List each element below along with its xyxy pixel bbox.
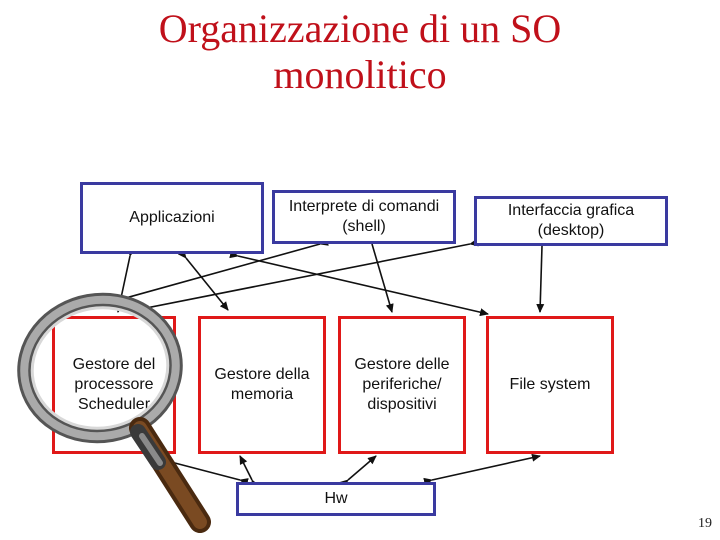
- box-desktop: Interfaccia grafica (desktop): [474, 196, 668, 246]
- title-line-2: monolitico: [273, 52, 447, 97]
- label-filesystem: File system: [509, 376, 591, 393]
- page-title: Organizzazione di un SO monolitico: [0, 6, 720, 98]
- label-memoria: Gestore della memoria: [214, 366, 310, 403]
- arrow-desktop-scheduler: [125, 238, 479, 315]
- box-shell: Interprete di comandi (shell): [272, 190, 456, 244]
- arrow-app-scheduler: [115, 247, 136, 313]
- arrow-desktop-filesystem: [536, 237, 547, 313]
- arrow-hw-scheduler: [147, 454, 249, 486]
- arrow-app-memoria: [177, 249, 229, 311]
- label-desktop: Interfaccia grafica (desktop): [507, 202, 635, 239]
- label-hw: Hw: [324, 490, 348, 507]
- box-hw: Hw: [236, 482, 436, 516]
- box-applicazioni: Applicazioni: [80, 182, 264, 254]
- box-periferiche: Gestore delle periferiche/ dispositivi: [338, 316, 466, 454]
- label-periferiche: Gestore delle periferiche/ dispositivi: [354, 356, 450, 413]
- label-applicazioni: Applicazioni: [129, 209, 215, 226]
- title-line-1: Organizzazione di un SO: [158, 6, 562, 51]
- arrow-hw-filesystem: [423, 453, 541, 486]
- page-number: 19: [698, 516, 712, 531]
- box-memoria: Gestore della memoria: [198, 316, 326, 454]
- label-processore: Gestore del processore Scheduler: [72, 356, 156, 413]
- box-filesystem: File system: [486, 316, 614, 454]
- box-processore: Gestore del processore Scheduler: [52, 316, 176, 454]
- label-shell: Interprete di comandi (shell): [288, 198, 440, 235]
- arrow-shell-periferiche: [365, 235, 394, 313]
- arrow-hw-memoria: [239, 455, 260, 489]
- arrow-hw-periferiche: [339, 455, 377, 489]
